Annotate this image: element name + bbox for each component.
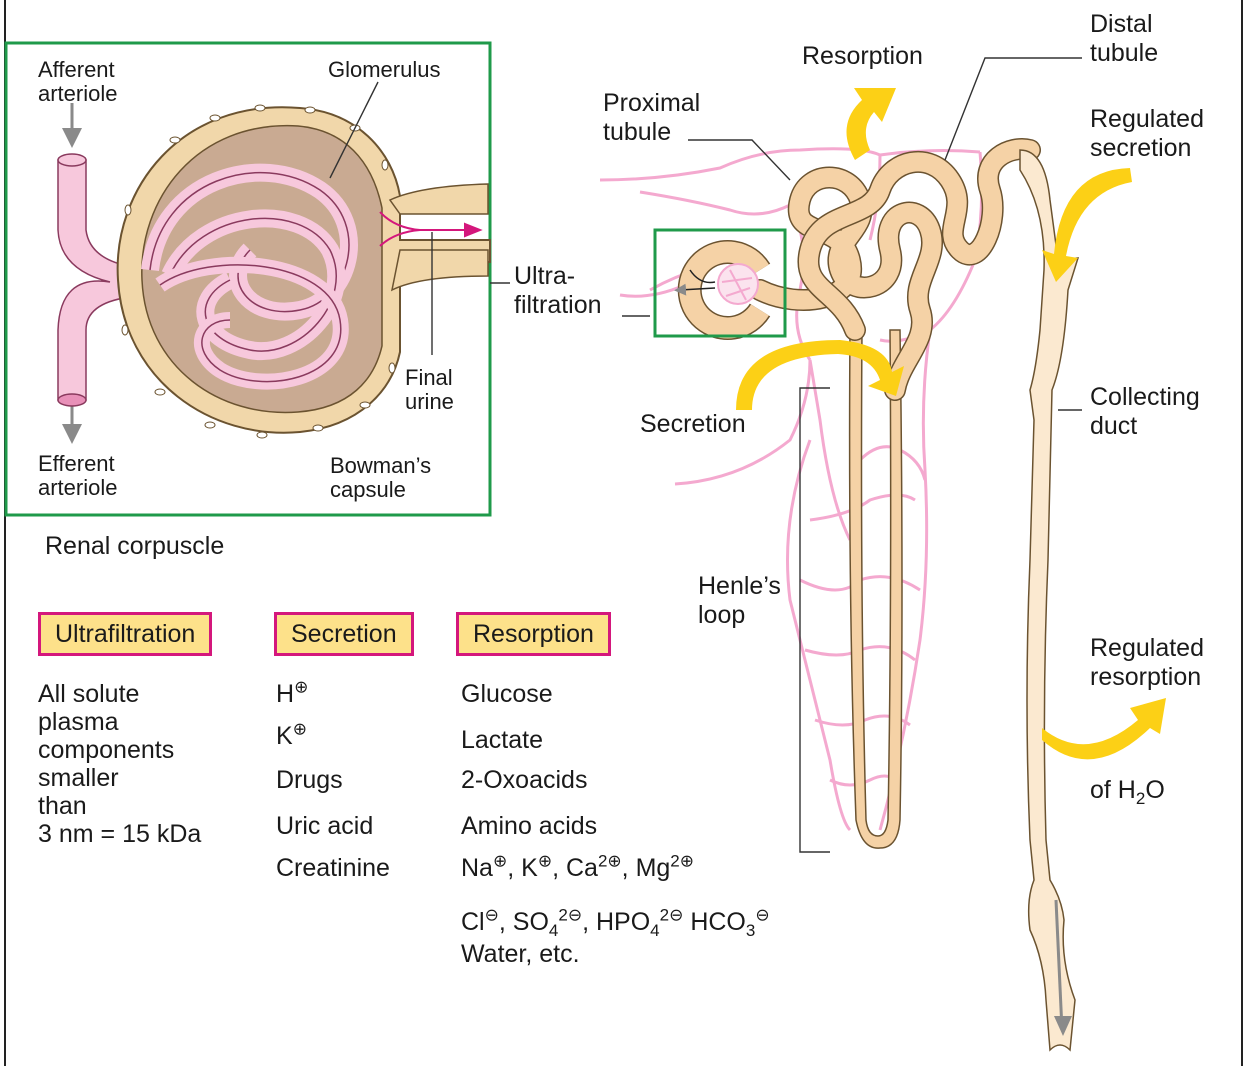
list-item-cations: Na⊕, K⊕, Ca2⊕, Mg2⊕ [461,854,694,883]
list-item: 2-Oxoacids [461,766,587,795]
bowman-label: Bowman’s capsule [330,454,431,502]
renal-corpuscle-title: Renal corpuscle [45,532,224,561]
reg-resorption-arrow [1042,698,1166,759]
regulated-resorption-label: Regulated resorption [1090,634,1204,692]
list-item: smaller [38,764,119,793]
regulated-secretion-label: Regulated secretion [1090,105,1204,163]
of-h2o-label: of H2O [1090,776,1165,805]
list-item: Glucose [461,680,553,709]
list-item: than [38,792,87,821]
afferent-label: Afferent arteriole [38,58,117,106]
efferent-label: Efferent arteriole [38,452,117,500]
list-item: Uric acid [276,812,373,841]
list-item-anions: Cl⊖, SO42⊖, HPO42⊖ HCO3⊖ [461,908,770,937]
secretion-label: Secretion [640,410,746,439]
tag-ultrafiltration: Ultrafiltration [38,612,212,656]
list-item: Water, etc. [461,940,580,969]
distal-tubule-label: Distal tubule [1090,10,1158,68]
ultra-filtration-label: Ultra- filtration [514,262,602,320]
resorption-label: Resorption [802,42,923,71]
list-item: plasma [38,708,119,737]
list-item-k: K⊕ [276,722,307,751]
final-urine-label: Final urine [405,366,454,414]
list-item-h: H⊕ [276,680,308,709]
collecting-duct-label: Collecting duct [1090,383,1200,441]
mini-corpuscle [680,252,760,328]
secretion-arrow [736,340,904,410]
list-item: All solute [38,680,139,709]
afferent-arrow [62,103,82,148]
tag-secretion: Secretion [274,612,414,656]
proximal-tubule-label: Proximal tubule [603,89,700,147]
list-item: components [38,736,174,765]
list-item: Amino acids [461,812,597,841]
resorption-arrow [846,88,896,160]
collecting-duct [1020,150,1078,1050]
henles-loop [850,330,902,848]
glomerulus-label: Glomerulus [328,58,440,82]
list-item: Creatinine [276,854,390,883]
reg-secretion-arrow [1042,168,1132,282]
henles-loop-label: Henle’s loop [698,572,781,630]
list-item: Lactate [461,726,543,755]
list-item: Drugs [276,766,343,795]
list-item: 3 nm = 15 kDa [38,820,201,849]
tag-resorption: Resorption [456,612,611,656]
efferent-arrow [62,404,82,444]
